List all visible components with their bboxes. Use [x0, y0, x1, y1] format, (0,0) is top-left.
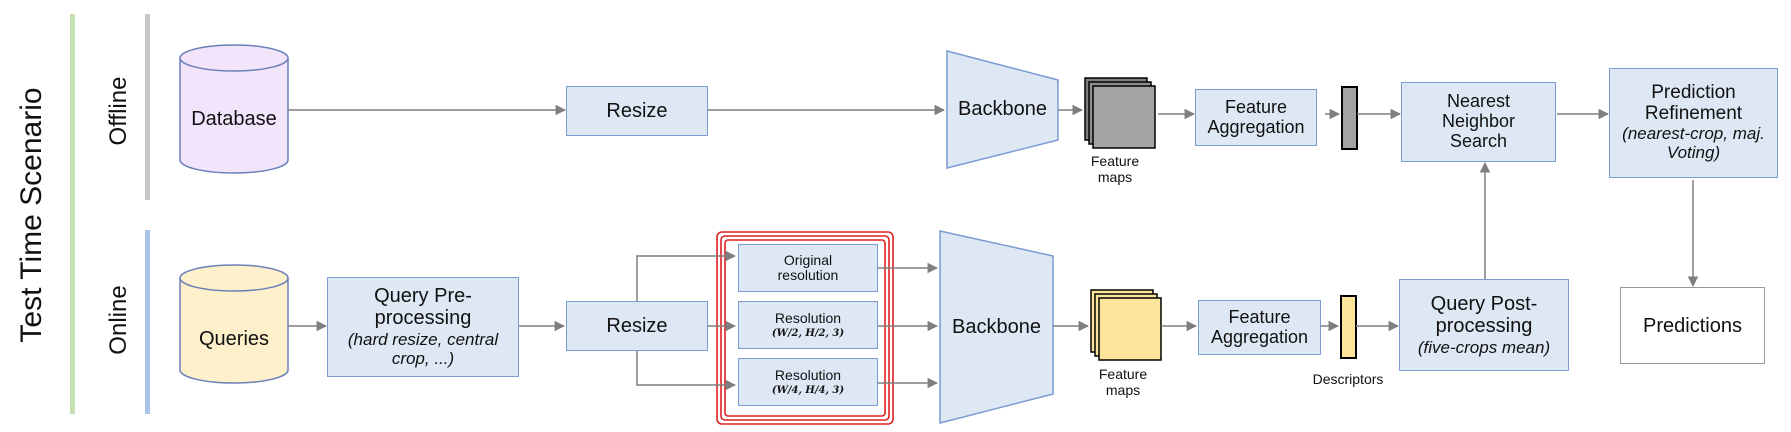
- query-postprocessing-detail: (five-crops mean): [1417, 337, 1551, 357]
- resolution-half-value: (W/2, H/2, 3): [771, 328, 845, 340]
- online-resize-label: Resize: [606, 315, 668, 337]
- offline-backbone-shape: [946, 50, 1059, 169]
- online-descriptor-bar: [1340, 295, 1357, 359]
- offline-feature-aggregation-label: Feature Aggregation: [1207, 96, 1305, 137]
- offline-feature-maps-label: Feature maps: [1090, 153, 1140, 186]
- online-backbone-label: Backbone: [952, 316, 1041, 338]
- offline-resize-box: Resize: [566, 86, 708, 136]
- resolution-quarter-title: Resolution: [774, 366, 842, 383]
- offline-bar: [145, 14, 150, 200]
- query-preprocessing-title: Query Pre-processing: [374, 285, 472, 330]
- prediction-refinement-title: Prediction Refinement: [1644, 82, 1743, 125]
- predictions-label: Predictions: [1643, 314, 1742, 337]
- resolution-half-title: Resolution: [774, 309, 842, 326]
- prediction-refinement-box: Prediction Refinement (nearest-crop, maj…: [1609, 68, 1778, 178]
- predictions-box: Predictions: [1620, 287, 1765, 364]
- descriptors-label: Descriptors: [1312, 371, 1384, 387]
- offline-backbone-label: Backbone: [958, 98, 1047, 120]
- query-preprocessing-detail: (hard resize, central crop, ...): [347, 330, 499, 368]
- online-feature-aggregation-box: Feature Aggregation: [1198, 300, 1321, 355]
- offline-descriptor-bar: [1341, 86, 1358, 150]
- queries-cylinder: [179, 264, 289, 384]
- multi-resolution-frame: [716, 231, 894, 425]
- query-postprocessing-title: Query Post-processing: [1430, 292, 1538, 337]
- online-feature-maps-label: Feature maps: [1098, 366, 1148, 399]
- original-resolution-label: Original resolution: [777, 251, 839, 283]
- online-bar: [145, 230, 150, 414]
- nearest-neighbor-search-label: Nearest Neighbor Search: [1441, 91, 1516, 151]
- offline-feature-aggregation-box: Feature Aggregation: [1195, 89, 1317, 146]
- nearest-neighbor-search-box: Nearest Neighbor Search: [1401, 82, 1556, 162]
- query-postprocessing-box: Query Post-processing (five-crops mean): [1399, 279, 1569, 371]
- offline-feature-maps-stack: [1084, 77, 1156, 149]
- original-resolution-box: Original resolution: [738, 244, 878, 292]
- resolution-quarter-value: (W/4, H/4, 3): [771, 385, 845, 397]
- database-label: Database: [191, 108, 277, 130]
- query-preprocessing-box: Query Pre-processing (hard resize, centr…: [327, 277, 519, 377]
- database-cylinder: [179, 44, 289, 174]
- resolution-quarter-box: Resolution (W/4, H/4, 3): [738, 358, 878, 406]
- online-feature-aggregation-label: Feature Aggregation: [1210, 306, 1309, 347]
- online-feature-maps-stack: [1090, 289, 1162, 361]
- test-time-bar: [70, 14, 75, 414]
- prediction-refinement-detail: (nearest-crop, maj. Voting): [1622, 124, 1765, 162]
- online-backbone-shape: [939, 230, 1054, 424]
- offline-resize-label: Resize: [606, 100, 668, 122]
- online-resize-box: Resize: [566, 301, 708, 351]
- resolution-half-box: Resolution (W/2, H/2, 3): [738, 301, 878, 349]
- queries-label: Queries: [198, 328, 270, 350]
